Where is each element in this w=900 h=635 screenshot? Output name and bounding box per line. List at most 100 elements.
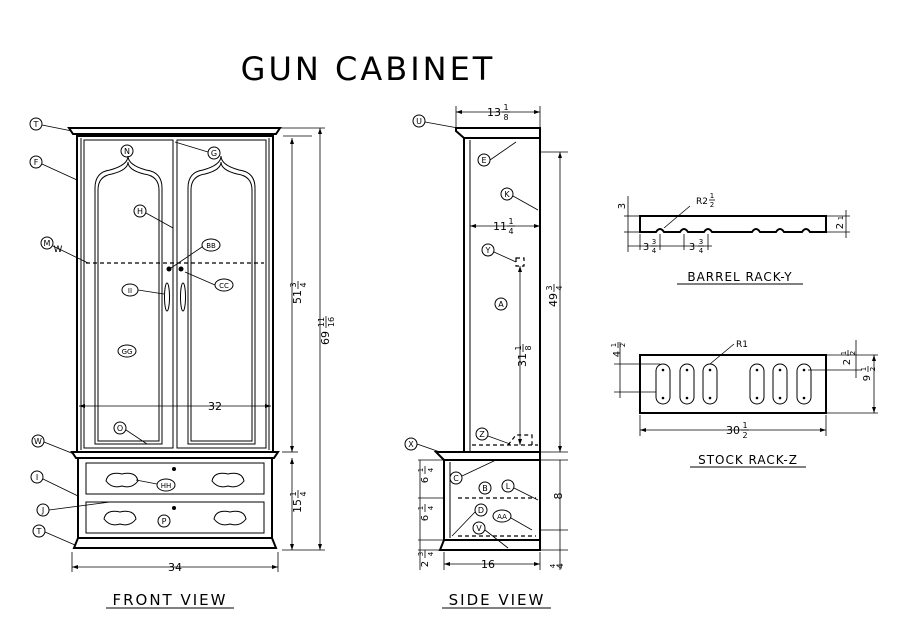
- svg-text:2: 2: [742, 431, 747, 440]
- dim-right-foot: 4 4: [549, 563, 566, 569]
- dim-base-height: 15 1 4: [289, 490, 308, 513]
- callout-g: G: [211, 149, 217, 158]
- svg-text:3: 3: [643, 242, 649, 253]
- callout-y: Y: [485, 246, 491, 255]
- callout-d: D: [478, 506, 484, 515]
- svg-text:3: 3: [689, 242, 695, 253]
- dim-stock-right: 2 1 2: [840, 350, 857, 365]
- callout-u: U: [416, 117, 422, 126]
- stock-rack-slots: [655, 363, 812, 405]
- callout-w-label: W: [54, 245, 63, 255]
- callout-hh: HH: [161, 482, 172, 490]
- front-waist-molding: [70, 451, 280, 459]
- front-upper-case: [76, 135, 274, 453]
- svg-text:4: 4: [508, 227, 513, 236]
- svg-text:3: 3: [289, 282, 298, 287]
- dim-plinth: 2 3 4: [417, 550, 435, 567]
- svg-text:8: 8: [552, 493, 565, 500]
- dim-stock-radius: R1: [736, 340, 748, 350]
- stock-rack-label: STOCK RACK-Z: [698, 453, 798, 467]
- svg-text:51: 51: [291, 290, 304, 304]
- svg-text:4: 4: [427, 505, 435, 510]
- dim-inner-depth: 11 1 4: [493, 217, 515, 236]
- dim-side-upper-height: 49 3 4: [545, 284, 564, 307]
- callout-aa: AA: [497, 513, 507, 521]
- callout-ii: II: [128, 287, 132, 295]
- svg-text:2: 2: [835, 223, 846, 229]
- callout-b: B: [482, 484, 488, 493]
- svg-text:11: 11: [493, 220, 507, 233]
- svg-text:3: 3: [417, 552, 425, 556]
- dim-barrel-height: 3: [617, 203, 628, 209]
- callout-h: H: [137, 207, 143, 216]
- dim-barrel-spacing-2: 3 3 4: [689, 238, 704, 255]
- svg-text:30: 30: [726, 424, 740, 437]
- svg-text:4: 4: [299, 282, 308, 287]
- callout-o: O: [117, 424, 123, 433]
- svg-text:1: 1: [840, 351, 848, 355]
- dim-top-depth: 13 1 8: [487, 103, 510, 122]
- callout-m: M: [44, 239, 51, 248]
- front-plinth: [72, 537, 278, 549]
- svg-text:31: 31: [516, 353, 529, 367]
- dim-drawer2: 6 1 4: [417, 504, 435, 521]
- svg-text:9: 9: [862, 375, 873, 381]
- callout-j: J: [41, 506, 44, 515]
- dim-total-height: 69 11 16: [317, 316, 336, 345]
- lower-drawer: [85, 501, 265, 534]
- svg-text:4: 4: [652, 247, 657, 255]
- callout-p: P: [162, 517, 167, 526]
- svg-text:4: 4: [612, 351, 623, 357]
- svg-text:4: 4: [299, 491, 308, 496]
- dim-side-right-height: 8: [552, 493, 565, 500]
- svg-text:4: 4: [699, 247, 704, 255]
- svg-text:1: 1: [514, 345, 523, 350]
- stock-rack-body: [639, 354, 827, 414]
- callout-c: C: [453, 474, 459, 483]
- barrel-rack-view: 3 R2 1 2 2 1 3 3 4 3 3: [617, 192, 850, 285]
- right-glass: [187, 155, 256, 445]
- callout-w: W: [34, 437, 42, 446]
- svg-text:4: 4: [427, 467, 435, 472]
- callout-z: Z: [479, 430, 485, 439]
- left-glass: [94, 155, 163, 445]
- side-callouts: U E K Y A X Z C B L D AA V: [404, 114, 539, 549]
- front-callouts: T F N G H M W BB CC II GG O W I HH: [29, 117, 234, 546]
- dim-stock-width: 30 1 2: [726, 421, 749, 440]
- svg-text:1: 1: [610, 343, 618, 347]
- side-view: 13 1 8 11 1 4 49 3 4 31 1: [404, 103, 568, 609]
- dim-stock-left: 4 1 2: [610, 342, 627, 357]
- drawer-pulls: [103, 472, 247, 526]
- svg-text:3: 3: [545, 285, 554, 290]
- svg-text:1: 1: [860, 367, 868, 371]
- callout-k: K: [504, 190, 510, 199]
- svg-text:1: 1: [417, 468, 425, 472]
- dim-upper-height: 51 3 4: [289, 281, 308, 304]
- svg-text:1: 1: [710, 192, 714, 200]
- upper-drawer: [85, 462, 265, 495]
- svg-text:1: 1: [289, 491, 298, 496]
- dim-glass-width: 32: [208, 400, 222, 413]
- callout-a: A: [498, 300, 504, 309]
- svg-text:2: 2: [842, 359, 853, 365]
- side-upper-case: [463, 137, 541, 453]
- dim-rack-height: 31 1 8: [514, 344, 533, 367]
- front-crown: [67, 127, 282, 135]
- dim-overall-width: 34: [168, 561, 182, 574]
- front-view-label: FRONT VIEW: [112, 591, 227, 609]
- svg-text:1: 1: [508, 217, 513, 226]
- callout-t-top: T: [33, 120, 39, 129]
- barrel-rack-body: [639, 215, 827, 233]
- svg-text:69: 69: [319, 331, 332, 345]
- side-waist: [433, 451, 541, 461]
- right-door: [176, 139, 267, 449]
- svg-text:6: 6: [420, 477, 431, 483]
- svg-text:8: 8: [503, 113, 508, 122]
- dim-barrel-radius: R2 1 2: [696, 192, 715, 209]
- callout-t-bottom: T: [36, 527, 42, 536]
- svg-text:R2: R2: [696, 197, 708, 207]
- drawing-title: GUN CABINET: [241, 50, 496, 88]
- callout-l: L: [506, 482, 511, 491]
- left-door: [83, 139, 174, 449]
